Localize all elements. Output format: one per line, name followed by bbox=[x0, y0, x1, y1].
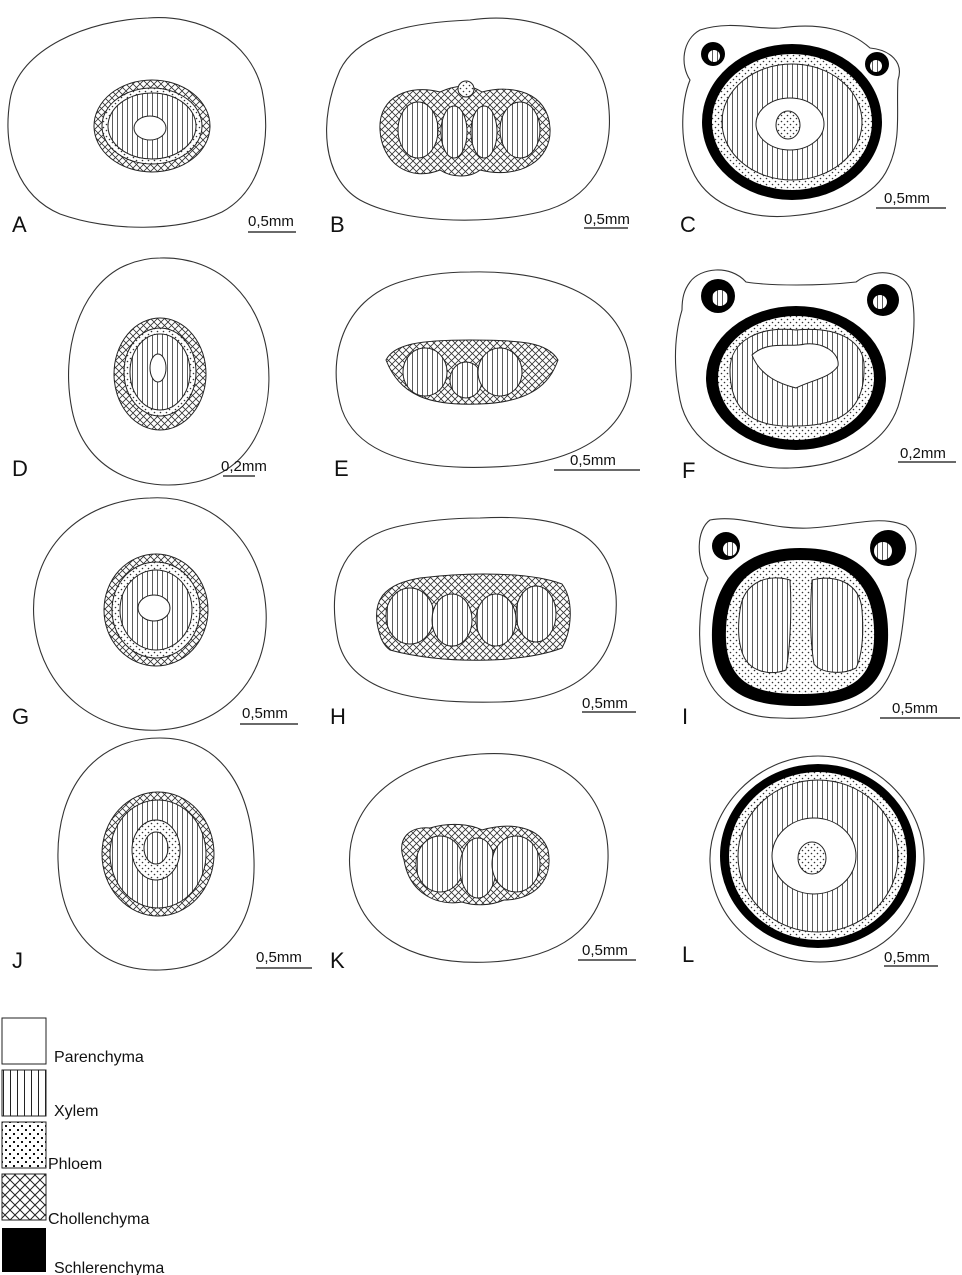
section-i-xylem-right bbox=[811, 578, 863, 672]
panel-label-k: K bbox=[330, 948, 345, 973]
panel-label-d: D bbox=[12, 456, 28, 481]
scale-text-b: 0,5mm bbox=[584, 211, 630, 228]
section-i: I 0,5mm bbox=[682, 519, 960, 729]
section-h-xylem-2 bbox=[432, 594, 472, 646]
legend-item-parenchyma: Parenchyma bbox=[2, 1018, 144, 1066]
scale-text-f: 0,2mm bbox=[900, 445, 946, 462]
legend-item-collenchyma: Chollenchyma bbox=[2, 1174, 149, 1228]
section-c-bundle-left-inner bbox=[708, 50, 720, 62]
section-i-bundle-right-inner bbox=[874, 542, 892, 560]
panel-label-b: B bbox=[330, 212, 345, 237]
section-b-xylem-4 bbox=[500, 102, 540, 158]
section-d: D 0,2mm bbox=[12, 258, 269, 485]
panel-label-i: I bbox=[682, 704, 688, 729]
panel-label-l: L bbox=[682, 942, 694, 967]
section-a: A 0,5mm bbox=[8, 18, 296, 237]
section-h-xylem-4 bbox=[516, 586, 556, 642]
section-h-xylem-1 bbox=[386, 588, 434, 644]
section-c-center bbox=[776, 111, 800, 139]
scale-text-d: 0,2mm bbox=[221, 458, 267, 475]
section-i-bundle-left-inner bbox=[723, 542, 737, 556]
section-i-xylem-left bbox=[739, 578, 791, 673]
section-f: F 0,2mm bbox=[676, 270, 956, 483]
scale-text-a: 0,5mm bbox=[248, 213, 294, 230]
legend-swatch-xylem bbox=[2, 1070, 46, 1116]
legend-item-sclerenchyma: Schlerenchyma bbox=[2, 1228, 164, 1275]
scale-text-i: 0,5mm bbox=[892, 700, 938, 717]
section-k-xylem-3 bbox=[492, 836, 540, 892]
panel-label-h: H bbox=[330, 704, 346, 729]
section-g-pith bbox=[138, 595, 170, 621]
section-k-xylem-2 bbox=[460, 838, 496, 898]
panel-label-a: A bbox=[12, 212, 27, 237]
section-f-bundle-left-inner bbox=[712, 290, 728, 306]
section-b-small-bundle bbox=[458, 81, 474, 97]
scale-text-k: 0,5mm bbox=[582, 942, 628, 959]
section-e-xylem-2 bbox=[450, 362, 482, 398]
section-e-xylem-3 bbox=[478, 348, 522, 396]
panel-label-f: F bbox=[682, 458, 695, 483]
panel-label-g: G bbox=[12, 704, 29, 729]
legend-label-sclerenchyma: Schlerenchyma bbox=[54, 1260, 164, 1275]
legend-label-collenchyma: Chollenchyma bbox=[48, 1211, 149, 1228]
section-e: E 0,5mm bbox=[334, 272, 640, 481]
section-b: B 0,5mm bbox=[327, 18, 630, 237]
panel-label-j: J bbox=[12, 948, 23, 973]
scale-text-j: 0,5mm bbox=[256, 949, 302, 966]
legend-swatch-sclerenchyma bbox=[2, 1228, 46, 1272]
legend-swatch-phloem bbox=[2, 1122, 46, 1168]
section-c-bundle-right-inner bbox=[870, 60, 882, 72]
scale-text-c: 0,5mm bbox=[884, 190, 930, 207]
section-k: K 0,5mm bbox=[330, 754, 636, 973]
section-h: H 0,5mm bbox=[330, 517, 636, 729]
legend-label-parenchyma: Parenchyma bbox=[54, 1049, 144, 1066]
scale-text-h: 0,5mm bbox=[582, 695, 628, 712]
section-b-xylem-3 bbox=[471, 106, 497, 158]
section-e-xylem-1 bbox=[403, 348, 447, 396]
scale-text-e: 0,5mm bbox=[570, 452, 616, 469]
section-g: G 0,5mm bbox=[12, 498, 298, 730]
legend-item-xylem: Xylem bbox=[2, 1070, 98, 1120]
legend-label-xylem: Xylem bbox=[54, 1103, 98, 1120]
legend-swatch-parenchyma bbox=[2, 1018, 46, 1064]
section-l-center bbox=[798, 842, 826, 874]
section-a-pith bbox=[134, 116, 166, 140]
section-b-xylem-1 bbox=[398, 102, 438, 158]
section-b-xylem-2 bbox=[441, 106, 467, 158]
panel-label-c: C bbox=[680, 212, 696, 237]
legend: Parenchyma Xylem Phloem Chollenchyma Sch… bbox=[2, 1018, 164, 1275]
section-l: L 0,5mm bbox=[682, 756, 938, 967]
legend-swatch-collenchyma bbox=[2, 1174, 46, 1220]
scale-text-l: 0,5mm bbox=[884, 949, 930, 966]
scale-text-g: 0,5mm bbox=[242, 705, 288, 722]
panel-label-e: E bbox=[334, 456, 349, 481]
section-k-xylem-1 bbox=[416, 836, 464, 892]
section-j-pith bbox=[144, 832, 168, 864]
legend-item-phloem: Phloem bbox=[2, 1122, 102, 1173]
section-c: C 0,5mm bbox=[680, 25, 946, 237]
section-h-xylem-3 bbox=[476, 594, 516, 646]
legend-label-phloem: Phloem bbox=[48, 1156, 102, 1173]
section-d-pith bbox=[150, 354, 166, 382]
section-j: J 0,5mm bbox=[12, 738, 312, 973]
section-f-bundle-right-inner bbox=[873, 295, 887, 309]
